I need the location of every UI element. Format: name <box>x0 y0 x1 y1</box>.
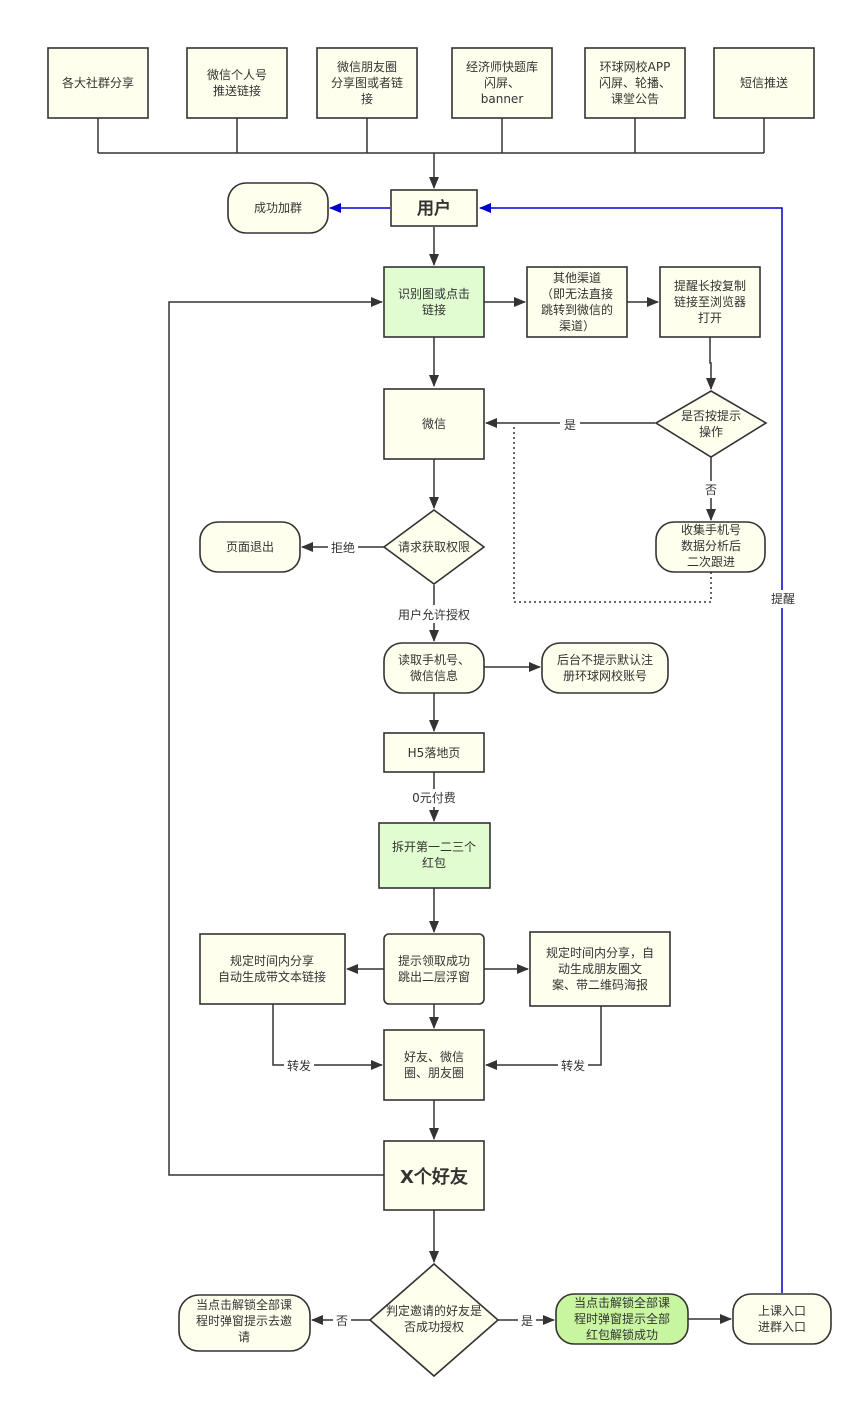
edge-label-forward-left: 转发 <box>287 1058 311 1073</box>
request-auth-label: 请求获取权限 <box>398 540 470 554</box>
popup-invite-box <box>178 1294 311 1352</box>
class-group-entry-label: 上课入口进群入口 <box>758 1304 806 1334</box>
identify-box <box>383 266 485 338</box>
open-redpacket-box <box>378 822 491 889</box>
judge-invite-diamond <box>368 1262 500 1378</box>
h5-landing-label: H5落地页 <box>408 746 461 760</box>
edge-label-no-collect: 否 <box>705 483 717 497</box>
auto-register-label: 后台不提示默认注册环球网校账号 <box>557 652 653 683</box>
judge-invite-label: 判定邀请的好友是否成功授权 <box>386 1303 482 1334</box>
collect-phone-label: 收集手机号数据分析后二次跟进 <box>681 522 741 569</box>
class-group-entry-box <box>732 1293 832 1345</box>
share-text-link-label: 规定时间内分享自动生成带文本链接 <box>218 953 326 984</box>
source-global-app-box <box>584 47 686 119</box>
edge-label-yes-wechat: 是 <box>564 418 576 432</box>
source-quiz-app-box <box>451 47 553 119</box>
source-sms-box <box>713 47 815 119</box>
user-box <box>390 189 478 227</box>
share-poster-box <box>529 931 671 1007</box>
edge-label-remind: 提醒 <box>771 591 795 606</box>
other-channel-label: 其他渠道（即无法直接跳转到微信的渠道） <box>541 271 613 333</box>
remind-copy-box <box>659 266 761 338</box>
follow-prompt-diamond <box>654 390 768 458</box>
edge-entry-user-remind <box>479 203 783 1293</box>
edge-label-reject: 拒绝 <box>331 540 355 555</box>
claim-success-box <box>383 933 485 1005</box>
wechat-box <box>383 388 485 460</box>
follow-prompt-label: 是否按提示操作 <box>681 408 741 439</box>
source-wechat-moments-box <box>316 47 418 119</box>
unlock-success-box <box>555 1293 689 1345</box>
edge-sharetext-friends <box>272 1004 383 1070</box>
page-exit-box <box>199 521 301 573</box>
request-auth-diamond <box>382 509 486 585</box>
join-group-label: 成功加群 <box>254 201 302 215</box>
read-info-box <box>383 642 485 694</box>
x-friends-box <box>383 1140 485 1211</box>
join-group-box <box>227 182 329 234</box>
edge-remind-prompt <box>706 337 716 390</box>
edge-xfriends-loop-identify <box>168 297 384 1176</box>
user-label: 用户 <box>417 198 451 219</box>
open-redpacket-label: 拆开第一二三个红包 <box>392 839 476 870</box>
source-wechat-personal-box <box>186 47 288 119</box>
other-channel-box <box>526 266 628 338</box>
source-community-share-box <box>47 47 149 119</box>
identify-label: 识别图或点击链接 <box>398 287 470 317</box>
auto-register-box <box>541 642 669 694</box>
share-text-link-box <box>199 933 346 1005</box>
friends-moments-box <box>383 1029 485 1101</box>
share-poster-label: 规定时间内分享，自动生成朋友圈文案、带二维码海报 <box>546 945 654 992</box>
remind-copy-label: 提醒长按复制链接至浏览器打开 <box>674 278 746 325</box>
collect-phone-box <box>655 521 766 573</box>
edge-label-no-invite: 否 <box>336 1314 348 1328</box>
edge-label-zero-pay: 0元付费 <box>412 791 456 805</box>
unlock-success-label: 当点击解锁全部课程时弹窗提示全部红包解锁成功 <box>574 1295 670 1342</box>
edge-shareposter-friends <box>485 1006 602 1070</box>
edge-label-forward-right: 转发 <box>561 1058 585 1073</box>
edge-label-yes-unlock: 是 <box>521 1314 533 1328</box>
claim-success-label: 提示领取成功跳出二层浮窗 <box>398 953 470 984</box>
popup-invite-label: 当点击解锁全部课程时弹窗提示去邀请 <box>196 1297 292 1344</box>
page-exit-label: 页面退出 <box>226 540 274 554</box>
friends-moments-label: 好友、微信圈、朋友圈 <box>404 1050 464 1080</box>
source-sms-label: 短信推送 <box>740 75 788 90</box>
source-community-share-label: 各大社群分享 <box>62 75 134 90</box>
source-wechat-moments-label: 微信朋友圈分享图或者链接 <box>331 60 403 106</box>
source-wechat-personal-label: 微信个人号推送链接 <box>207 68 267 98</box>
read-info-label: 读取手机号、微信信息 <box>398 653 470 683</box>
x-friends-label: X个好友 <box>400 1166 468 1188</box>
h5-landing-box <box>383 732 485 773</box>
edge-label-user-allow: 用户允许授权 <box>398 607 470 622</box>
wechat-label: 微信 <box>422 417 446 431</box>
edge-collect-wechat-dotted <box>513 424 712 603</box>
source-quiz-app-label: 经济师快题库闪屏、banner <box>466 59 538 106</box>
